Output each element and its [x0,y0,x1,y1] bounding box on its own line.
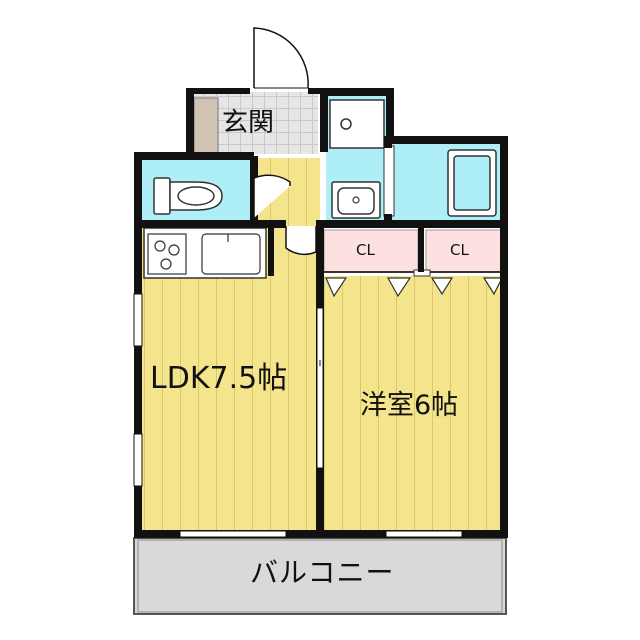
balcony-inner-edge [137,539,503,613]
ldk-label: LDK7.5帖 [150,361,288,396]
shoe-box [193,97,219,155]
closet-2 [425,229,503,273]
washing-machine-pan [329,99,385,149]
closet-door-marks [325,277,503,298]
western-room-label: 洋室6帖 [360,390,459,421]
windows [133,293,463,538]
kitchen-sink [201,233,261,275]
toilet-fixture [153,177,223,215]
genkan-label: 玄関 [222,108,275,138]
western-room-floor [322,276,502,532]
closet-1-label: CL [356,241,375,259]
doors [253,27,317,256]
closet-2-label: CL [450,241,469,259]
balcony-label: バルコニー [250,556,395,589]
balcony-area [133,537,507,615]
stove [147,233,187,275]
